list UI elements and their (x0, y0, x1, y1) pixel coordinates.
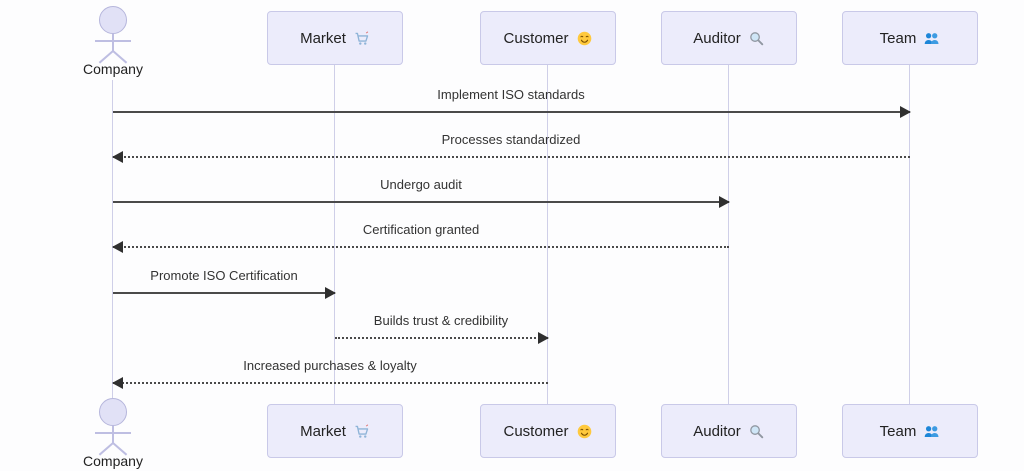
actor-label-company: Company (83, 453, 143, 469)
participant-label: Auditor (693, 422, 741, 440)
participant-label: Customer (503, 422, 569, 440)
message-arrow (112, 241, 729, 253)
participant-label: Auditor (693, 29, 741, 47)
participant-box-customer: Customer (480, 404, 616, 458)
participant-label: Market (300, 422, 346, 440)
magnifier-icon (748, 423, 765, 440)
participant-label: Team (879, 422, 917, 440)
team-icon (923, 30, 940, 47)
participant-box-customer: Customer (480, 11, 616, 65)
message-arrow (112, 377, 548, 389)
participant-box-auditor: Auditor (661, 404, 797, 458)
participant-label: Market (300, 29, 346, 47)
message-label: Increased purchases & loyalty (243, 358, 417, 373)
team-icon (923, 423, 940, 440)
lifeline-team (909, 65, 910, 404)
actor-body (112, 426, 114, 443)
lifeline-market (334, 65, 335, 404)
participant-label: Customer (503, 29, 569, 47)
participant-box-team: Team (842, 11, 978, 65)
message-label: Implement ISO standards (437, 87, 585, 102)
participant-box-auditor: Auditor (661, 11, 797, 65)
message-label: Builds trust & credibility (373, 313, 509, 328)
message-arrow (113, 106, 911, 118)
message-label: Undergo audit (380, 177, 462, 192)
actor-label-company: Company (83, 61, 143, 77)
smiley-icon (576, 30, 593, 47)
message-label: Promote ISO Certification (150, 268, 298, 283)
cart-icon (353, 30, 370, 47)
message-arrow (113, 287, 336, 299)
magnifier-icon (748, 30, 765, 47)
actor-body (112, 34, 114, 51)
lifeline-company (112, 80, 113, 398)
message-arrow (113, 196, 730, 208)
actor-head (99, 398, 127, 426)
message-label: Processes standardized (441, 132, 581, 147)
actor-arms (95, 40, 131, 42)
lifeline-auditor (728, 65, 729, 404)
message-label: Certification granted (362, 222, 480, 237)
cart-icon (353, 423, 370, 440)
participant-box-market: Market (267, 404, 403, 458)
participant-label: Team (879, 29, 917, 47)
actor-arms (95, 432, 131, 434)
participant-box-team: Team (842, 404, 978, 458)
message-arrow (335, 332, 549, 344)
actor-head (99, 6, 127, 34)
participant-box-market: Market (267, 11, 403, 65)
message-arrow (112, 151, 910, 163)
smiley-icon (576, 423, 593, 440)
lifeline-customer (547, 65, 548, 404)
